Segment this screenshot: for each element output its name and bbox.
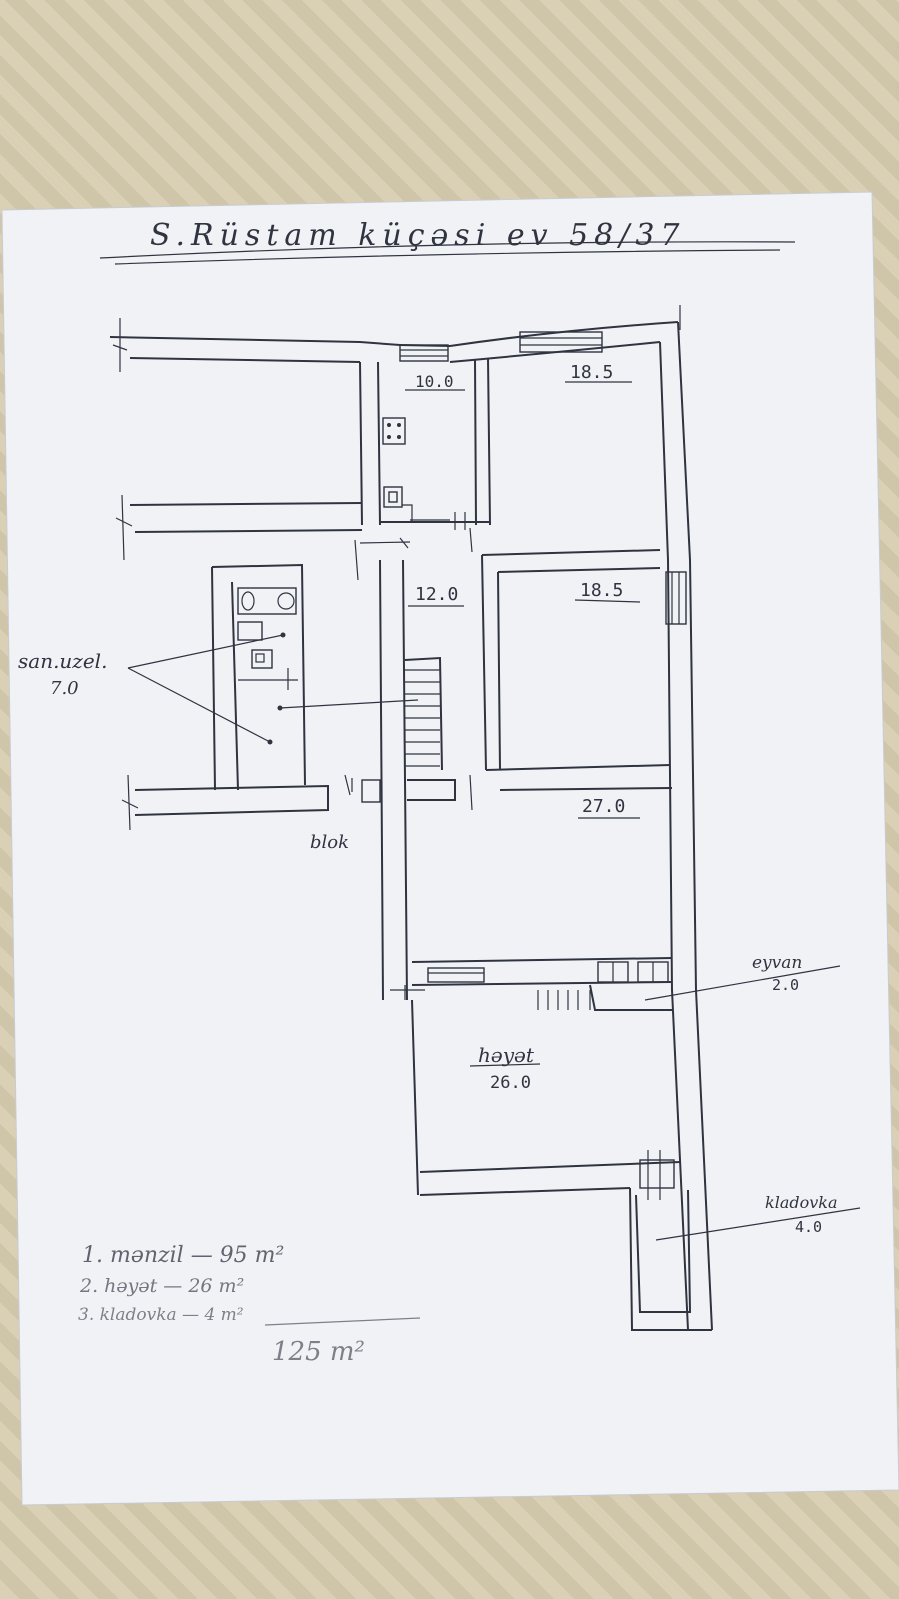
hayat-area: 26.0 [490,1073,531,1093]
eyvan-label: eyvan [752,953,802,973]
room-area-18-5-top: 18.5 [570,362,613,383]
summary-line-1: 1. mənzil — 95 m² [82,1243,284,1268]
blok-label: blok [310,832,349,853]
hayat-label: həyət [478,1043,535,1067]
kladovka-area: 4.0 [795,1218,822,1236]
kladovka-label: kladovka [765,1193,838,1212]
summary-line-2: 2. həyət — 26 m² [79,1275,244,1297]
room-area-18-5-mid: 18.5 [580,580,623,601]
area-summary: 1. mənzil — 95 m² 2. həyət — 26 m² 3. kl… [78,1243,421,1367]
title-underline [99,241,796,259]
paper [1,191,899,1506]
leader-lines [127,381,861,1241]
bathroom-area: 7.0 [50,678,79,699]
outer-walls [109,305,713,1331]
bathroom-fixtures [237,587,298,690]
staircase [404,656,443,771]
summary-line-3: 3. kladovka — 4 m² [78,1305,244,1325]
room-area-10: 10.0 [415,372,454,391]
eyvan-area: 2.0 [772,976,799,994]
room-area-12: 12.0 [415,584,458,605]
plan-title: S.Rüstam küçəsi ev 58/37 [150,218,686,253]
summary-total: 125 m² [272,1337,365,1367]
bathroom-label: san.uzel. [18,649,107,673]
kitchen-fixtures [382,417,413,522]
room-area-27: 27.0 [582,796,625,817]
